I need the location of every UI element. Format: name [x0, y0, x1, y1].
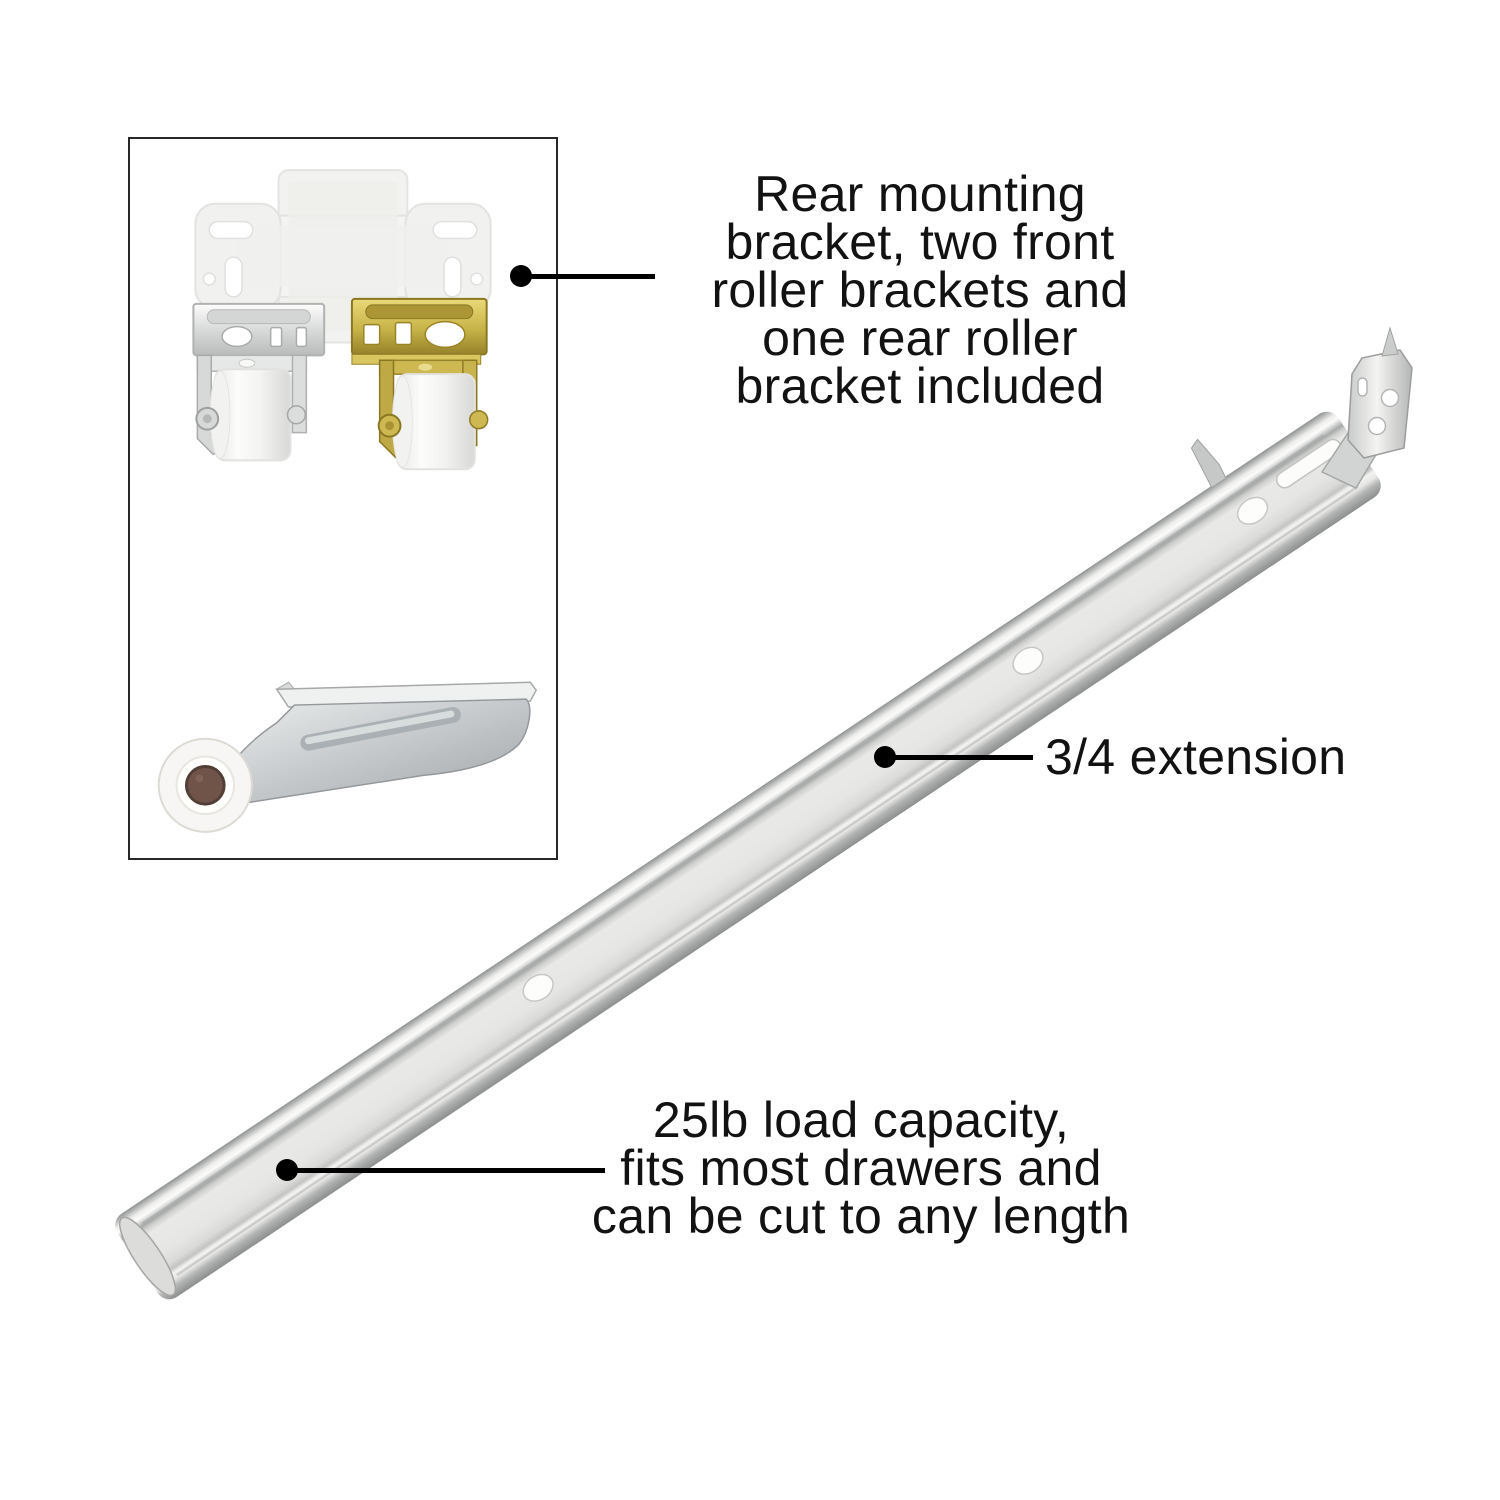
extension-note: 3/4 extension [1045, 729, 1347, 785]
front-roller-bracket-silver-icon [192, 302, 326, 462]
rear-mounting-bracket-icon [194, 169, 492, 344]
rail-stop-tab [1190, 438, 1227, 489]
rail-hole [1236, 496, 1269, 525]
callout-line-capacity [287, 1168, 605, 1173]
rail-hole [1012, 646, 1044, 675]
rail-channel [115, 411, 1381, 1300]
rail-adjust-slot [1275, 438, 1342, 489]
callout-line-extension [885, 755, 1033, 760]
included-parts-note: Rear mounting bracket, two front roller … [711, 166, 1129, 414]
hardware-inset-box [128, 137, 558, 860]
capacity-note: 25lb load capacity, fits most drawers an… [591, 1092, 1131, 1244]
front-roller-bracket-brass-icon [350, 297, 489, 471]
rail-rear-bracket-end [1320, 326, 1413, 489]
rear-roller-bracket-icon [157, 681, 538, 833]
callout-line-included [521, 274, 655, 279]
rail-hole [522, 973, 554, 1002]
